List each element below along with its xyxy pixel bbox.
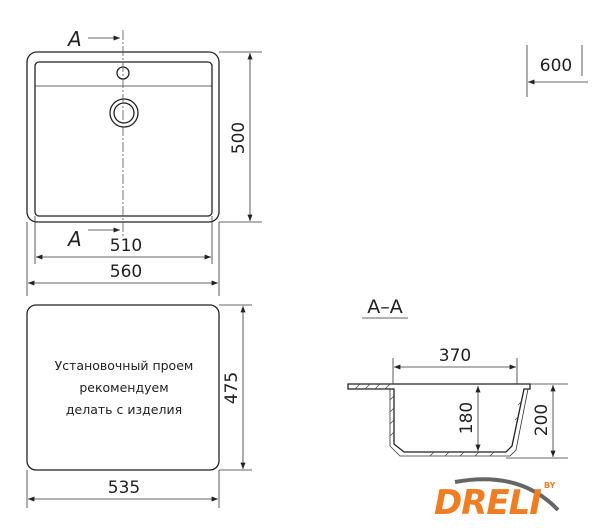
- dim-510: 510: [110, 236, 142, 256]
- dim-370: 370: [439, 346, 471, 366]
- cutout-view: Установочный проем рекомендуем делать с …: [26, 304, 252, 508]
- sink-profile-outer: [347, 383, 531, 453]
- dreli-logo: DRELI BY: [434, 477, 560, 523]
- section-mark-bottom: A: [66, 227, 82, 251]
- dim-600: 600: [540, 56, 572, 76]
- dim-200: 200: [532, 404, 552, 436]
- section-title: A–A: [367, 296, 403, 318]
- note-line-1: Установочный проем: [55, 358, 194, 373]
- dim-560: 560: [110, 262, 142, 282]
- note-line-3: делать с изделия: [66, 402, 182, 417]
- dim-180: 180: [457, 402, 477, 434]
- sink-profile-wall: [389, 388, 529, 457]
- drain-outer: [109, 98, 139, 128]
- cutout-outline: [26, 304, 220, 471]
- section-mark-top: A: [66, 27, 82, 51]
- drain-inner: [113, 102, 135, 124]
- note-line-2: рекомендуем: [79, 380, 168, 395]
- cabinet-dimension: 600: [526, 45, 588, 97]
- dim-500: 500: [229, 122, 249, 154]
- logo-text: DRELI: [434, 483, 541, 523]
- top-view: A A 500 510 560: [26, 27, 262, 296]
- section-view: A–A 370 180 200: [347, 296, 568, 459]
- logo-suffix: BY: [544, 481, 556, 490]
- sink-inner-outline: [34, 61, 213, 217]
- logo-swoosh: [454, 477, 560, 512]
- dim-535: 535: [108, 478, 140, 498]
- dim-475: 475: [222, 372, 242, 404]
